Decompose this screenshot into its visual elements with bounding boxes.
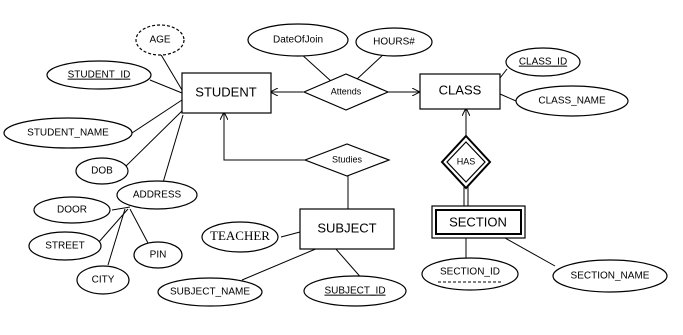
relationship-attends[interactable]: Attends bbox=[302, 73, 390, 111]
relationship-attends-label: Attends bbox=[331, 86, 362, 96]
relationship-has-label: HAS bbox=[457, 156, 476, 166]
attribute-pin-label: PIN bbox=[150, 250, 167, 261]
attribute-student-id-key[interactable]: STUDENT_ID bbox=[46, 60, 152, 90]
connector-lines bbox=[97, 52, 556, 282]
entity-student[interactable]: STUDENT bbox=[181, 72, 272, 114]
relationship-studies-label: Studies bbox=[332, 154, 363, 164]
attribute-class-name-label: CLASS_NAME bbox=[538, 96, 606, 107]
attribute-age-derived[interactable]: AGE bbox=[135, 24, 185, 56]
attribute-teacher-label: TEACHER bbox=[210, 228, 270, 243]
attribute-pin[interactable]: PIN bbox=[133, 241, 183, 269]
attribute-section-name[interactable]: SECTION_NAME bbox=[552, 259, 668, 293]
relationship-has-identifying[interactable]: HAS bbox=[440, 134, 492, 190]
entity-section-label: SECTION bbox=[449, 214, 507, 229]
attribute-street[interactable]: STREET bbox=[28, 231, 102, 261]
attribute-subject-name[interactable]: SUBJECT_NAME bbox=[157, 277, 263, 307]
attribute-subject-id-key[interactable]: SUBJECT_ID bbox=[303, 275, 407, 307]
attribute-teacher[interactable]: TEACHER bbox=[201, 221, 279, 253]
attribute-section-id-partial-key[interactable]: SECTION_ID bbox=[421, 257, 519, 291]
attribute-subject-id-label: SUBJECT_ID bbox=[324, 286, 385, 297]
relationship-studies[interactable]: Studies bbox=[303, 143, 391, 177]
attribute-subject-name-label: SUBJECT_NAME bbox=[170, 287, 250, 298]
attribute-dob[interactable]: DOB bbox=[75, 157, 129, 185]
attribute-dob-label: DOB bbox=[91, 166, 113, 177]
entity-subject-label: SUBJECT bbox=[317, 220, 376, 235]
attribute-student-name-label: STUDENT_NAME bbox=[27, 128, 109, 139]
attribute-age-label: AGE bbox=[149, 35, 170, 46]
attribute-class-id-label: CLASS_ID bbox=[519, 57, 567, 68]
attribute-door-label: DOOR bbox=[57, 205, 87, 216]
entity-subject[interactable]: SUBJECT bbox=[299, 208, 395, 250]
attribute-class-name[interactable]: CLASS_NAME bbox=[515, 85, 629, 117]
attribute-date-of-join-label: DateOfJoin bbox=[273, 35, 323, 46]
attribute-address-label: ADDRESS bbox=[133, 190, 182, 201]
attribute-street-label: STREET bbox=[45, 241, 84, 252]
attribute-door[interactable]: DOOR bbox=[33, 196, 111, 224]
entity-class-label: CLASS bbox=[439, 82, 482, 97]
attribute-address-composite[interactable]: ADDRESS bbox=[116, 180, 198, 210]
entity-section-weak[interactable]: SECTION bbox=[431, 205, 526, 239]
attribute-city-label: CITY bbox=[92, 275, 115, 286]
attribute-section-name-label: SECTION_NAME bbox=[571, 271, 650, 282]
entity-class[interactable]: CLASS bbox=[419, 73, 501, 110]
attribute-student-name[interactable]: STUDENT_NAME bbox=[3, 117, 133, 149]
attribute-hours[interactable]: HOURS# bbox=[355, 27, 433, 57]
attribute-date-of-join[interactable]: DateOfJoin bbox=[247, 23, 349, 57]
attribute-city[interactable]: CITY bbox=[76, 265, 130, 295]
attribute-hours-label: HOURS# bbox=[373, 37, 415, 48]
entity-student-label: STUDENT bbox=[195, 84, 256, 99]
attribute-student-id-label: STUDENT_ID bbox=[68, 70, 131, 81]
attribute-class-id-key[interactable]: CLASS_ID bbox=[505, 47, 581, 77]
attribute-section-id-label: SECTION_ID bbox=[440, 267, 500, 278]
